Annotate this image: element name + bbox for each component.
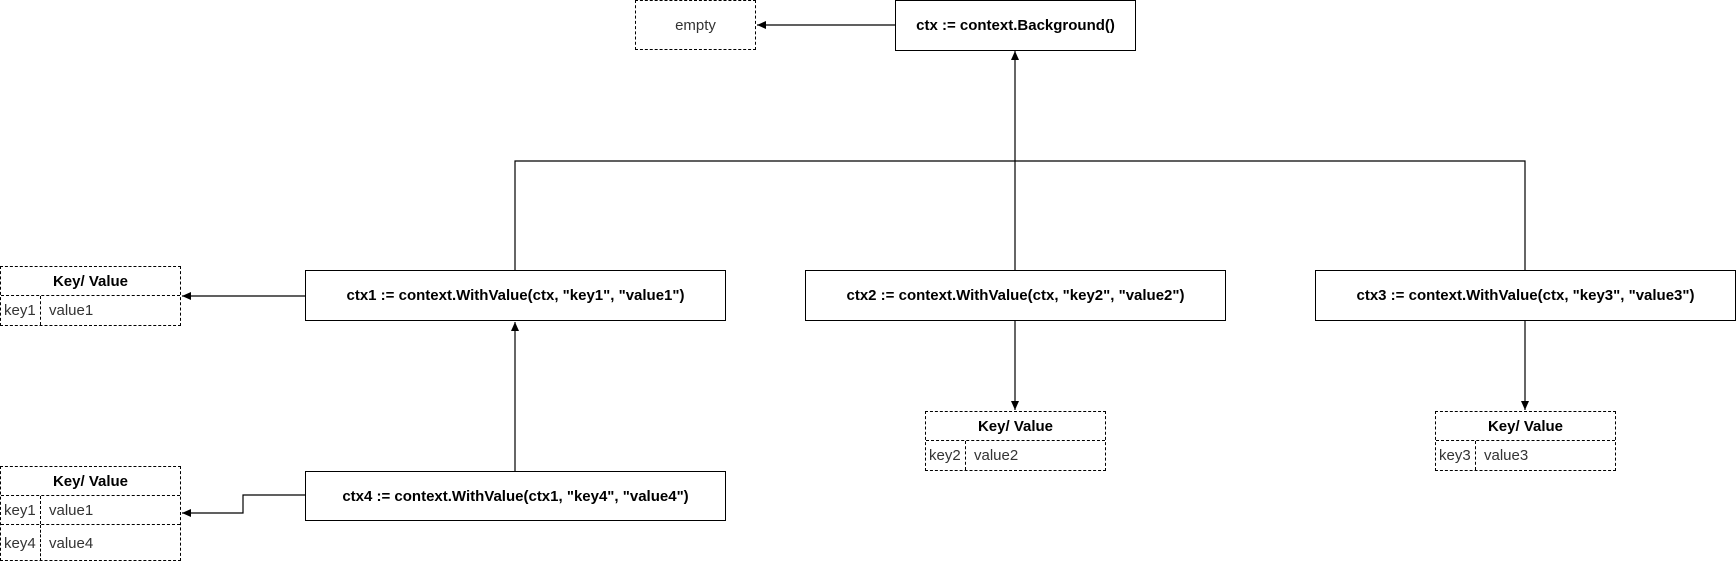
kv-table-header: Key/ Value (1, 267, 180, 296)
kv-table-row: key2 value2 (926, 441, 1105, 470)
kv-value-cell: value2 (974, 447, 1019, 464)
kv-key-cell: key1 (1, 496, 41, 524)
kv-table-header: Key/ Value (1436, 412, 1615, 441)
node-ctx3-label: ctx3 := context.WithValue(ctx, "key3", "… (1356, 287, 1695, 304)
kv-value-cell: value1 (49, 302, 94, 319)
kv-table-row: key3 value3 (1436, 441, 1615, 470)
node-ctx1: ctx1 := context.WithValue(ctx, "key1", "… (305, 270, 726, 321)
kv-key-cell: key2 (926, 441, 966, 470)
kv-table-ctx1: Key/ Value key1 value1 (0, 266, 181, 326)
kv-table-row: key4 value4 (1, 525, 180, 561)
edge-ctx1-ctx3-bracket (514, 160, 1526, 270)
node-background-label: ctx := context.Background() (916, 17, 1115, 34)
node-ctx2-label: ctx2 := context.WithValue(ctx, "key2", "… (846, 287, 1185, 304)
kv-table-ctx4: Key/ Value key1 value1 key4 value4 (0, 466, 181, 561)
kv-table-ctx2: Key/ Value key2 value2 (925, 411, 1106, 471)
node-background-context: ctx := context.Background() (895, 0, 1136, 51)
node-ctx4: ctx4 := context.WithValue(ctx1, "key4", … (305, 471, 726, 521)
root-empty-store: empty (635, 0, 756, 50)
kv-key-cell: key3 (1436, 441, 1476, 470)
node-ctx3: ctx3 := context.WithValue(ctx, "key3", "… (1315, 270, 1736, 321)
kv-table-row: key1 value1 (1, 496, 180, 525)
kv-value-cell: value3 (1484, 447, 1529, 464)
kv-value-cell: value1 (49, 501, 94, 519)
node-ctx1-label: ctx1 := context.WithValue(ctx, "key1", "… (346, 287, 685, 304)
kv-key-cell: key4 (1, 525, 41, 561)
node-ctx2: ctx2 := context.WithValue(ctx, "key2", "… (805, 270, 1226, 321)
kv-key-cell: key1 (1, 296, 41, 325)
kv-value-cell: value4 (49, 534, 94, 552)
kv-table-row: key1 value1 (1, 296, 180, 325)
node-ctx4-label: ctx4 := context.WithValue(ctx1, "key4", … (342, 487, 689, 505)
kv-table-header: Key/ Value (1, 467, 180, 496)
kv-table-header: Key/ Value (926, 412, 1105, 441)
kv-table-ctx3: Key/ Value key3 value3 (1435, 411, 1616, 471)
edge-ctx4-to-table (182, 494, 305, 517)
root-empty-label: empty (675, 16, 716, 34)
